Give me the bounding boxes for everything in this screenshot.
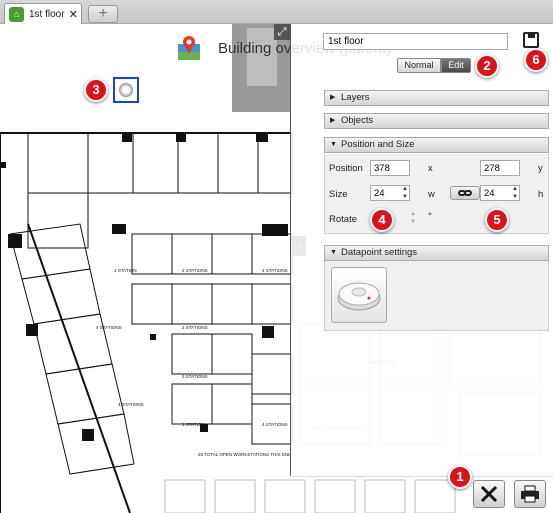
h-unit: h bbox=[538, 189, 544, 200]
print-button[interactable] bbox=[514, 480, 546, 508]
section-objects[interactable]: ▶ Objects bbox=[324, 113, 549, 129]
section-layers[interactable]: ▶ Layers bbox=[324, 90, 549, 106]
add-tab-button[interactable]: + bbox=[88, 5, 118, 23]
rotate-stepper[interactable]: ▲▼ bbox=[410, 211, 416, 225]
w-unit: w bbox=[428, 189, 435, 200]
position-label: Position bbox=[329, 163, 363, 174]
collapse-icon: ▼ bbox=[330, 141, 337, 148]
plan-label: 4 STATIONS bbox=[262, 422, 288, 427]
plan-label: 26 TOTAL OPEN WORKSTATIONS THIS END bbox=[198, 452, 292, 457]
smoke-detector-icon bbox=[119, 83, 133, 97]
position-x-input[interactable] bbox=[370, 160, 410, 176]
building-icon: ⌂ bbox=[9, 6, 24, 22]
w-stepper[interactable]: ▲▼ bbox=[402, 186, 408, 200]
plan-label: 2 STATIONS bbox=[182, 268, 208, 273]
section-label: Layers bbox=[341, 92, 370, 103]
tab-bar: ⌂ 1st floor ✕ + bbox=[0, 0, 553, 24]
position-y-input[interactable] bbox=[480, 160, 520, 176]
tools-button[interactable] bbox=[473, 480, 505, 508]
map-pin-icon bbox=[178, 36, 200, 60]
wrench-screwdriver-icon bbox=[480, 485, 498, 503]
section-position-size[interactable]: ▼ Position and Size bbox=[324, 137, 549, 153]
expand-icon: ▶ bbox=[330, 94, 336, 101]
plan-label: 1 STATION bbox=[114, 268, 137, 273]
expand-icon: ▶ bbox=[330, 117, 336, 124]
plan-label: 2 STATIONS bbox=[182, 374, 208, 379]
plan-label: 4 STATIONS bbox=[96, 325, 122, 330]
plan-label: 1 STATION bbox=[182, 422, 205, 427]
section-label: Datapoint settings bbox=[341, 247, 418, 258]
x-unit: x bbox=[428, 163, 433, 174]
expand-icon[interactable]: ⤢ bbox=[274, 24, 290, 40]
collapse-icon: ▼ bbox=[330, 249, 337, 256]
plan-label: 2 STATIONS bbox=[182, 325, 208, 330]
datapoint-thumbnail[interactable] bbox=[331, 267, 387, 323]
position-size-body: Position x y Size ▲▼ w ▲▼ h Rotate ▲▼ ° bbox=[324, 154, 549, 234]
h-stepper[interactable]: ▲▼ bbox=[512, 186, 518, 200]
section-datapoint[interactable]: ▼ Datapoint settings bbox=[324, 245, 549, 261]
tab-1st-floor[interactable]: ⌂ 1st floor ✕ bbox=[4, 3, 82, 24]
name-field[interactable] bbox=[323, 33, 508, 50]
floor-plan: 1 STATION 2 STATIONS 4 STATIONS 4 STATIO… bbox=[0, 132, 553, 513]
callout-badge-2: 2 bbox=[475, 54, 499, 78]
callout-badge-3: 3 bbox=[84, 78, 108, 102]
tab-label: 1st floor bbox=[29, 8, 65, 20]
mode-edit-button[interactable]: Edit bbox=[441, 58, 471, 73]
size-w-input[interactable] bbox=[370, 185, 410, 201]
close-tab-icon[interactable]: ✕ bbox=[68, 8, 78, 21]
properties-panel: Normal Edit ▶ Layers ▶ Objects ▼ Positio… bbox=[290, 24, 553, 476]
selected-smoke-detector[interactable] bbox=[113, 77, 139, 103]
floor-plan-canvas[interactable]: 1 STATION 2 STATIONS 4 STATIONS 4 STATIO… bbox=[0, 24, 553, 513]
rotate-label: Rotate bbox=[329, 214, 357, 225]
y-unit: y bbox=[538, 163, 543, 174]
callout-badge-4: 4 bbox=[370, 208, 394, 232]
section-label: Position and Size bbox=[341, 139, 415, 150]
lock-aspect-button[interactable] bbox=[450, 186, 480, 200]
datapoint-body bbox=[324, 261, 549, 331]
callout-badge-5: 5 bbox=[485, 208, 509, 232]
size-h-input[interactable] bbox=[480, 185, 520, 201]
plan-label: 4 STATIONS bbox=[262, 268, 288, 273]
smoke-detector-icon bbox=[337, 282, 381, 311]
printer-icon bbox=[521, 485, 539, 503]
plan-label: 4 STATIONS bbox=[118, 402, 144, 407]
section-label: Objects bbox=[341, 115, 374, 126]
callout-badge-1: 1 bbox=[448, 465, 472, 489]
callout-badge-6: 6 bbox=[524, 48, 548, 72]
save-icon[interactable] bbox=[523, 32, 539, 48]
size-label: Size bbox=[329, 189, 348, 200]
degree-unit: ° bbox=[428, 211, 432, 222]
mode-normal-button[interactable]: Normal bbox=[397, 58, 441, 73]
